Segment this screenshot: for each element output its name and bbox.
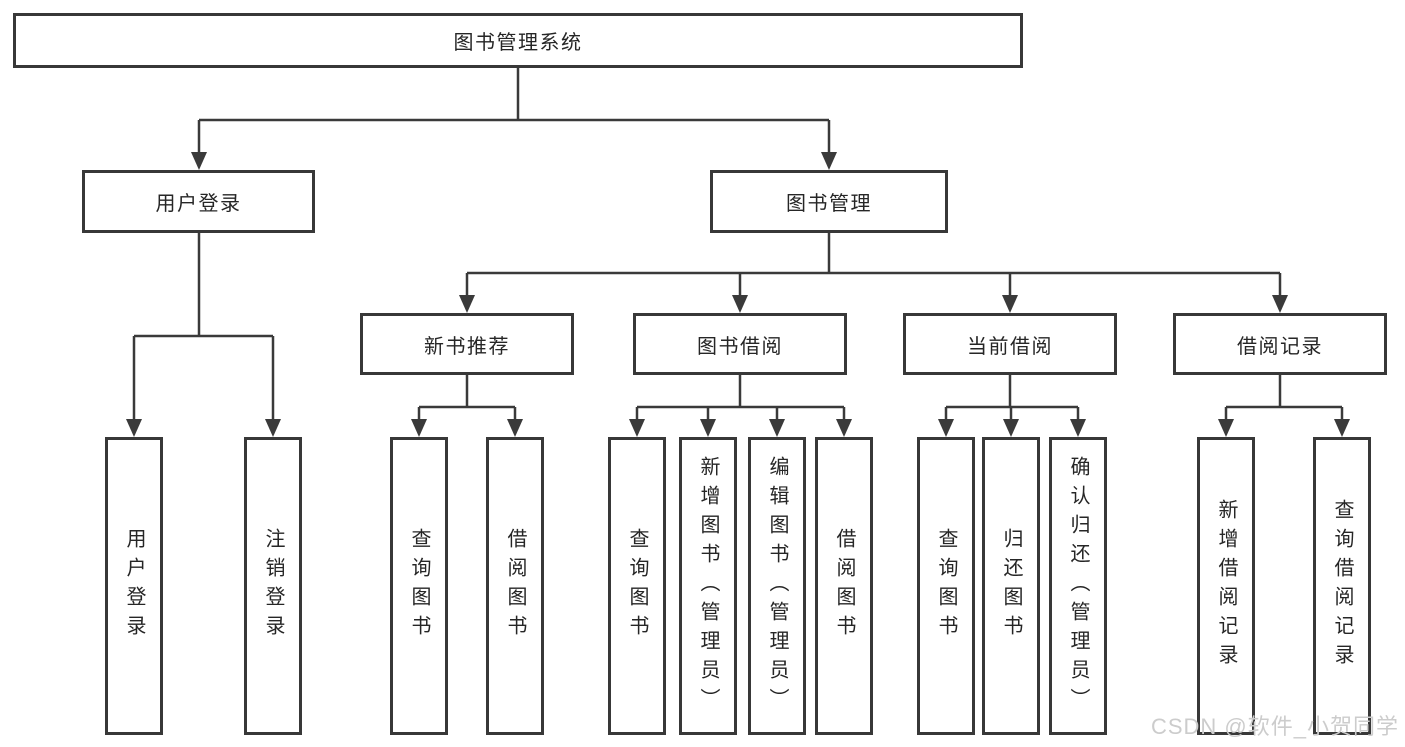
node-label: 查询借阅记录 <box>1331 499 1353 673</box>
node-current-borrow: 当前借阅 <box>903 313 1117 375</box>
leaf-logout: 注销登录 <box>244 437 302 735</box>
leaf-user-login: 用户登录 <box>105 437 163 735</box>
node-borrow-records: 借阅记录 <box>1173 313 1387 375</box>
node-label: 新增图书（管理员） <box>697 455 719 717</box>
leaf-query-books-recommend: 查询图书 <box>390 437 448 735</box>
node-label: 借阅图书 <box>833 528 855 644</box>
node-label: 用户登录 <box>123 528 145 644</box>
node-label: 图书借阅 <box>697 335 783 358</box>
node-label: 归还图书 <box>1000 528 1022 644</box>
node-label: 图书管理系统 <box>453 32 583 54</box>
node-label: 查询图书 <box>626 528 648 644</box>
leaf-return-book: 归还图书 <box>982 437 1040 735</box>
node-user-login: 用户登录 <box>82 170 315 233</box>
leaf-query-borrow-record: 查询借阅记录 <box>1313 437 1371 735</box>
node-label: 编辑图书（管理员） <box>766 455 788 717</box>
watermark-text: CSDN @软件_小贺同学 <box>1150 714 1399 739</box>
node-book-management: 图书管理 <box>710 170 948 233</box>
node-label: 借阅记录 <box>1237 335 1323 358</box>
node-label: 查询图书 <box>408 528 430 644</box>
leaf-borrow-books: 借阅图书 <box>815 437 873 735</box>
node-label: 新增借阅记录 <box>1215 499 1237 673</box>
leaf-query-books-current: 查询图书 <box>917 437 975 735</box>
leaf-edit-book-admin: 编辑图书（管理员） <box>748 437 806 735</box>
leaf-add-borrow-record: 新增借阅记录 <box>1197 437 1255 735</box>
leaf-query-books-borrow: 查询图书 <box>608 437 666 735</box>
leaf-borrow-books-recommend: 借阅图书 <box>486 437 544 735</box>
node-label: 图书管理 <box>786 193 872 215</box>
node-book-borrow: 图书借阅 <box>633 313 847 375</box>
node-new-book-recommend: 新书推荐 <box>360 313 574 375</box>
node-label: 确认归还（管理员） <box>1067 455 1089 717</box>
node-library-management-system: 图书管理系统 <box>13 13 1023 68</box>
node-label: 当前借阅 <box>967 335 1053 358</box>
node-label: 新书推荐 <box>424 335 510 358</box>
node-label: 借阅图书 <box>504 528 526 644</box>
leaf-add-book-admin: 新增图书（管理员） <box>679 437 737 735</box>
node-label: 用户登录 <box>155 193 242 215</box>
node-label: 查询图书 <box>935 528 957 644</box>
leaf-confirm-return-admin: 确认归还（管理员） <box>1049 437 1107 735</box>
node-label: 注销登录 <box>262 528 284 644</box>
